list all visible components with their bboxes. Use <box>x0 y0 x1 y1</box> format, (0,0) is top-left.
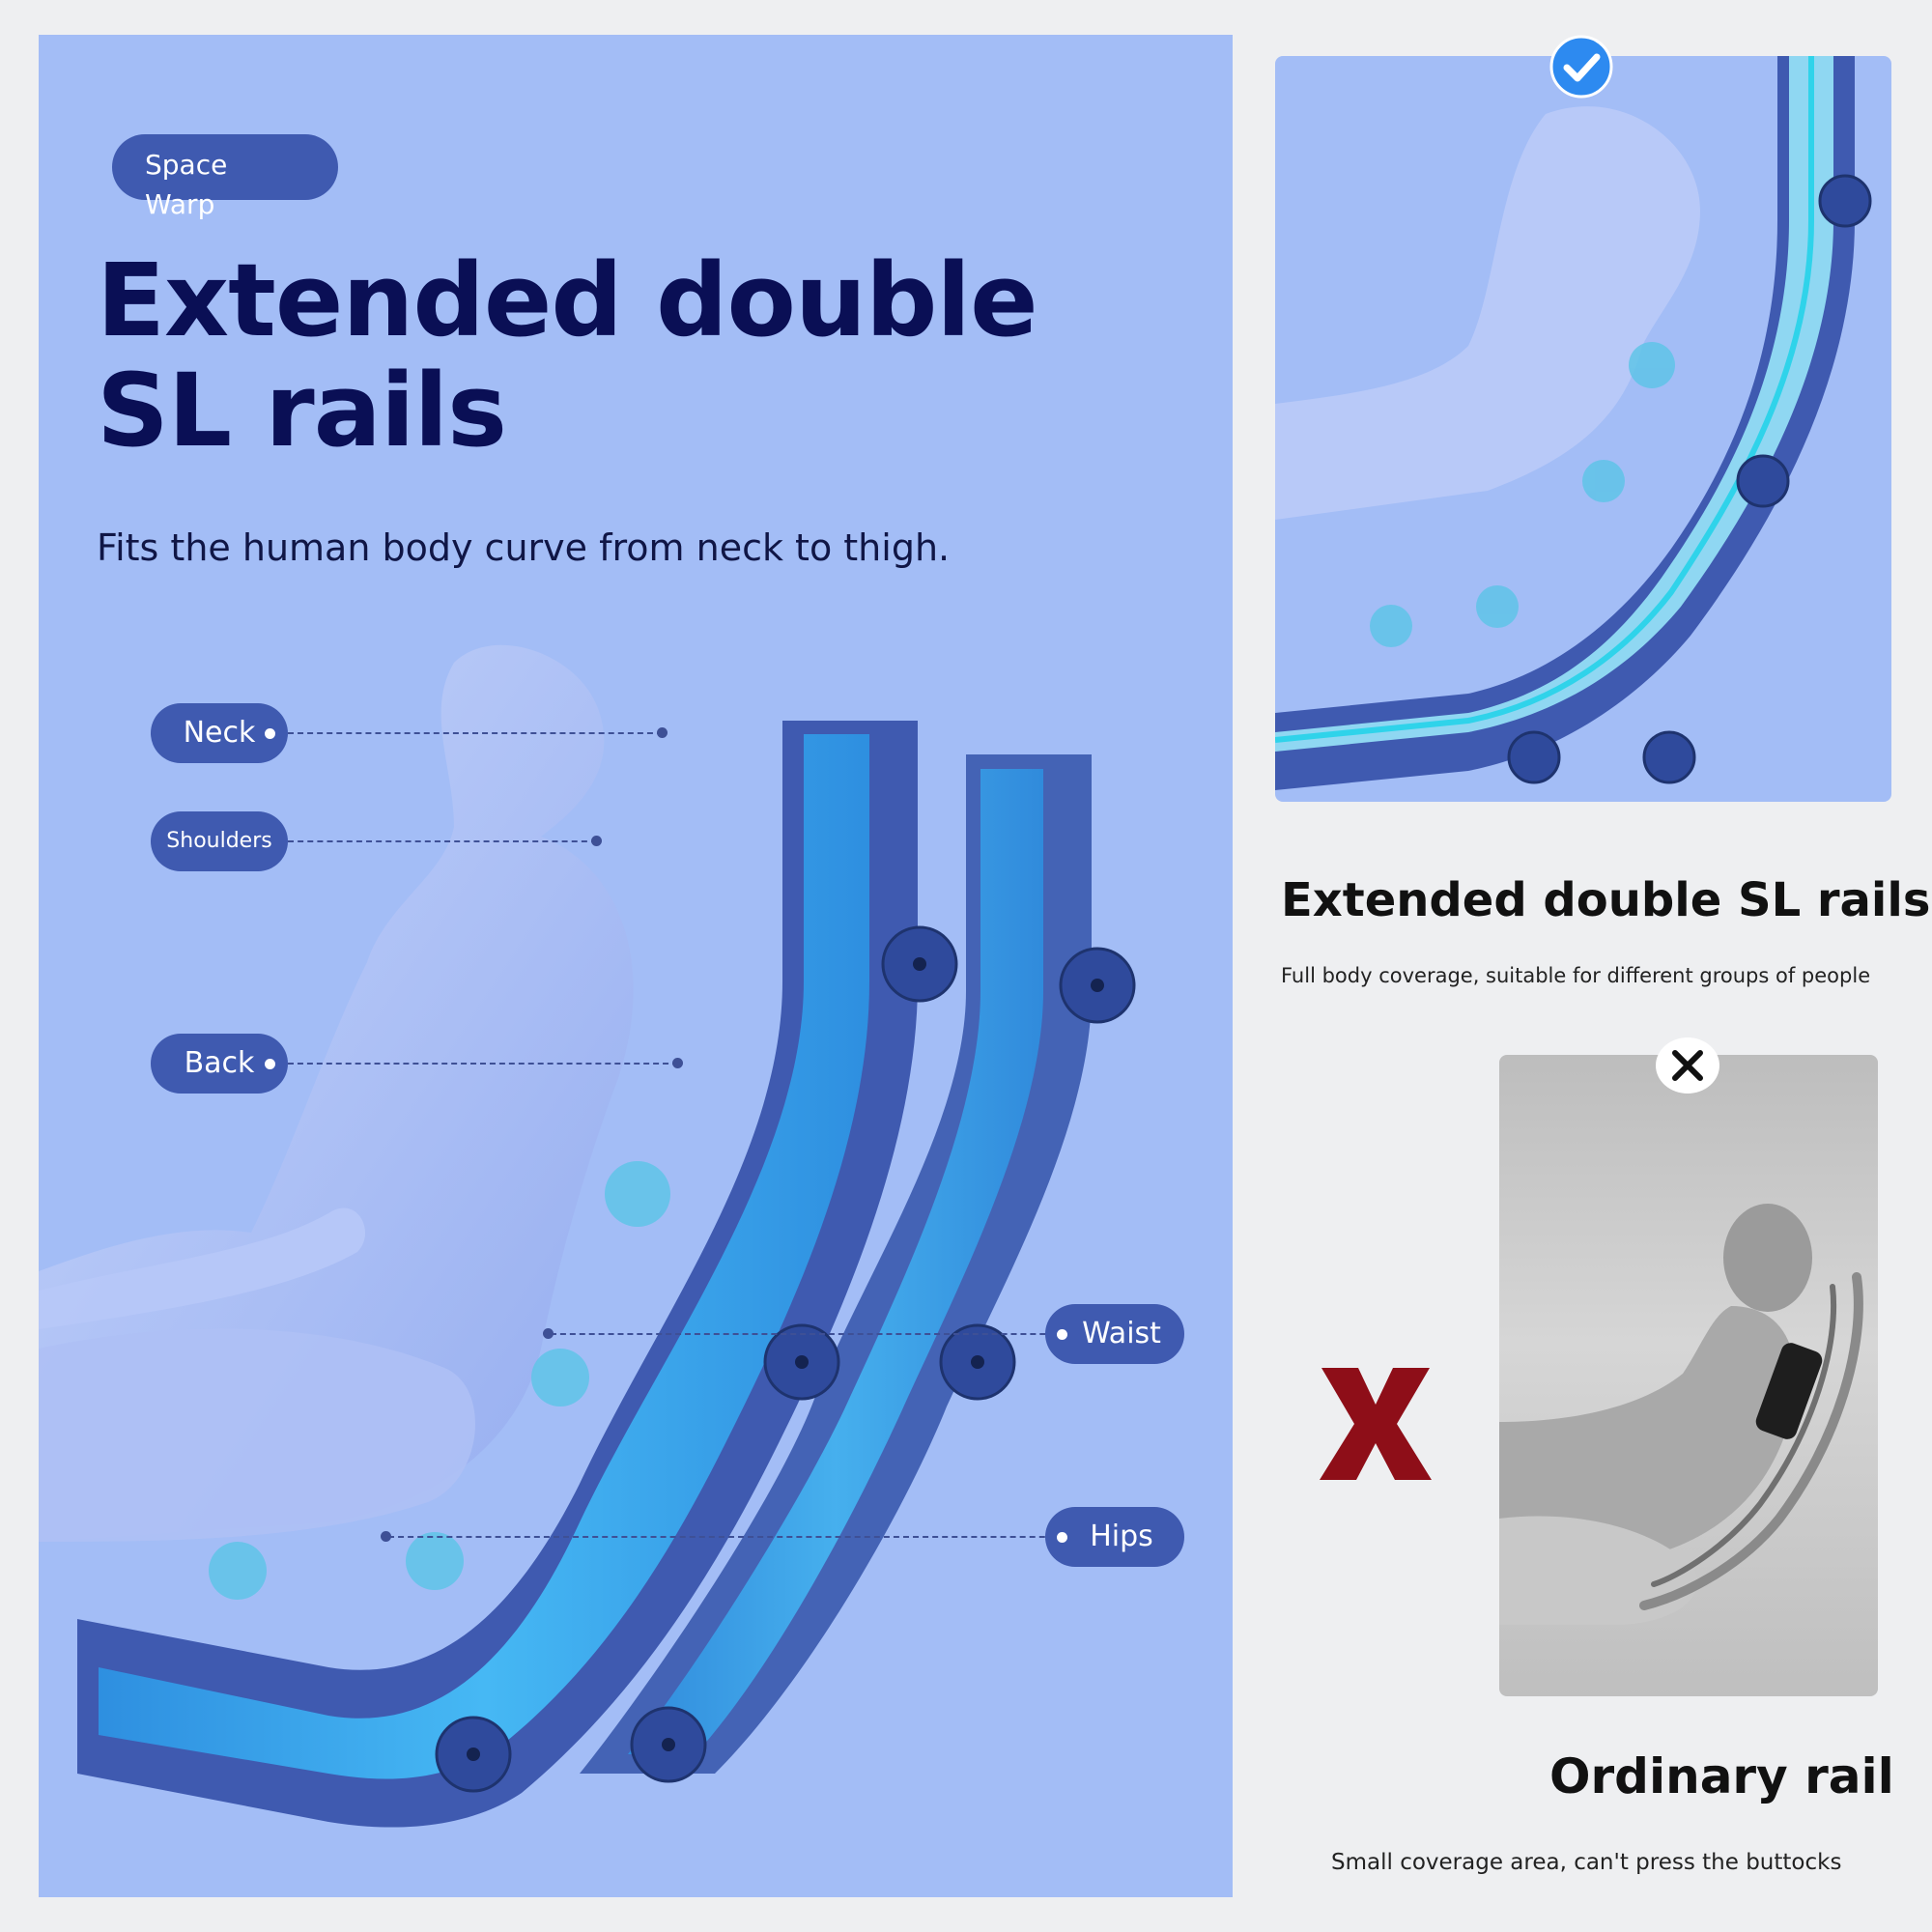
label-hips-dot <box>1057 1532 1067 1543</box>
brand-name: Space Warp <box>145 149 228 220</box>
massage-rollers <box>209 1161 670 1600</box>
extended-rail-illustration <box>1275 56 1872 790</box>
preview-massage-unit <box>1755 1343 1823 1439</box>
anchor-back <box>672 1058 683 1068</box>
large-x-icon <box>1320 1368 1432 1480</box>
anchor-neck <box>657 727 668 738</box>
body-thigh <box>39 1328 476 1542</box>
hero-subtitle: Fits the human body curve from neck to t… <box>97 526 951 569</box>
preview-body <box>1275 106 1700 521</box>
rail-primary-track <box>99 734 869 1779</box>
label-back-text: Back <box>184 1046 255 1080</box>
label-neck-dot <box>265 728 275 739</box>
ordinary-rail-title: Ordinary rail <box>1549 1748 1894 1804</box>
extended-rail-subtitle: Full body coverage, suitable for differe… <box>1281 964 1871 987</box>
leader-shoulders <box>288 840 597 842</box>
anchor-hips <box>381 1531 391 1542</box>
rail-secondary-track <box>628 769 1043 1754</box>
preview-ordinary-rail-inner <box>1651 1284 1837 1587</box>
rail-bolt-holes <box>467 957 1104 1761</box>
preview-rail-track <box>1275 56 1833 752</box>
preview-rail-light <box>1275 56 1814 743</box>
leader-hips <box>388 1536 1084 1538</box>
anchor-waist <box>543 1328 554 1339</box>
ordinary-rail-subtitle: Small coverage area, can't press the but… <box>1331 1850 1842 1875</box>
leader-waist <box>551 1333 1084 1335</box>
body-silhouette <box>39 644 634 1542</box>
label-waist: Waist <box>1045 1304 1184 1364</box>
label-neck: Neck <box>151 703 288 763</box>
close-icon <box>1656 1037 1719 1094</box>
extended-rail-preview <box>1275 56 1891 802</box>
preview-rollers <box>1370 342 1675 647</box>
preview-torso <box>1499 1306 1796 1561</box>
leader-neck <box>288 732 663 734</box>
extended-rail-title: Extended double SL rails <box>1281 873 1931 927</box>
label-shoulders-text: Shoulders <box>166 829 272 853</box>
rail-primary-frame <box>77 721 918 1828</box>
label-hips: Hips <box>1045 1507 1184 1567</box>
label-hips-text: Hips <box>1090 1520 1153 1553</box>
brand-pill <box>112 134 338 200</box>
body-arm <box>39 1208 366 1329</box>
preview-rail-frame <box>1275 56 1855 790</box>
hero-title: Extended double SL rails <box>97 242 1038 469</box>
label-neck-text: Neck <box>183 716 256 750</box>
leader-back <box>288 1063 678 1065</box>
hero-panel: Space Warp Extended double SL rails Fits… <box>39 35 1233 1897</box>
preview-ordinary-rail <box>1639 1272 1863 1610</box>
check-circle-icon <box>1549 35 1613 99</box>
label-back: Back <box>151 1034 288 1094</box>
ordinary-rail-preview <box>1499 1055 1878 1696</box>
label-waist-dot <box>1057 1329 1067 1340</box>
label-shoulders: Shoulders <box>151 811 288 871</box>
label-waist-text: Waist <box>1082 1317 1161 1350</box>
ordinary-rail-illustration <box>1499 1204 1863 1625</box>
anchor-shoulders <box>591 836 602 846</box>
massage-chair-illustration <box>39 644 1136 1828</box>
label-back-dot <box>265 1059 275 1069</box>
preview-thigh <box>1499 1516 1698 1625</box>
preview-bolts <box>1507 174 1872 784</box>
preview-head <box>1723 1204 1812 1312</box>
